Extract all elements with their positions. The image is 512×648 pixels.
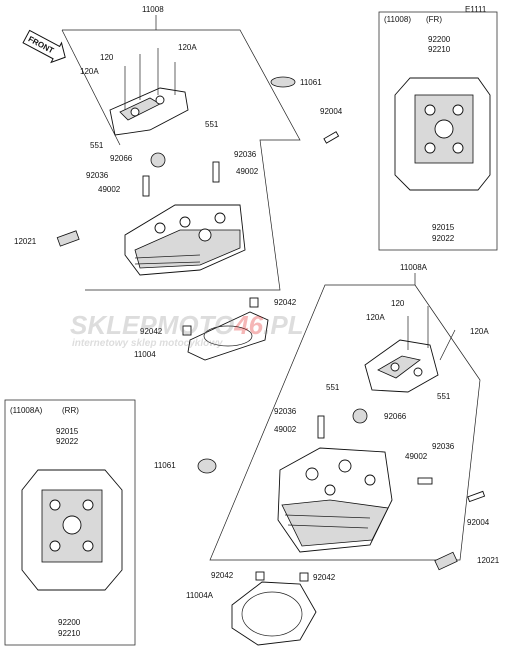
front-arrow-icon: FRONT — [22, 29, 66, 64]
inset-rr-tag: (RR) — [62, 406, 79, 415]
label-120-lower: 120 — [391, 299, 405, 308]
label-92042-upper-2: 92042 — [140, 327, 163, 336]
label-551-lower: 551 — [326, 383, 340, 392]
inset-rr-bottom-2: 92210 — [58, 629, 81, 638]
label-120a-upper-2: 120A — [80, 67, 99, 76]
svg-text:SKLEPMOTO46.PL: SKLEPMOTO46.PL — [70, 310, 304, 340]
label-92036-upper: 92036 — [234, 150, 257, 159]
label-11008: 11008 — [142, 5, 164, 14]
catalog-code: E1111 — [465, 5, 487, 14]
label-49002-lower: 49002 — [274, 425, 297, 434]
label-92036-lower-2: 92036 — [432, 442, 455, 451]
upper-head-gasket — [187, 311, 269, 361]
label-12021-lower: 12021 — [477, 556, 500, 565]
label-92066-lower: 92066 — [384, 412, 407, 421]
watermark-brand-b: MOTO — [157, 310, 235, 340]
label-551-lower-2: 551 — [437, 392, 451, 401]
inset-fr-bottom-1: 92015 — [432, 223, 455, 232]
label-120a-upper: 120A — [178, 43, 197, 52]
inset-rr-title: (11008A) — [10, 406, 43, 415]
label-92042-lower: 92042 — [211, 571, 234, 580]
inset-rr-top-1: 92015 — [56, 427, 79, 436]
label-92004-lower: 92004 — [467, 518, 490, 527]
inset-fr-top-2: 92210 — [428, 45, 451, 54]
inset-fr-head — [394, 77, 491, 191]
inset-rr-head — [21, 469, 123, 591]
inset-fr-tag: (FR) — [426, 15, 442, 24]
label-49002-upper: 49002 — [236, 167, 259, 176]
inset-rr-frame — [4, 399, 136, 646]
label-92036-upper-2: 92036 — [86, 171, 109, 180]
inset-rr-bottom-1: 92200 — [58, 618, 81, 627]
upper-rocker-assembly — [109, 48, 189, 136]
cover-gasket-upper — [270, 76, 296, 88]
label-11004: 11004 — [134, 350, 156, 359]
watermark-brand-c: 46 — [233, 310, 263, 340]
label-92042-upper: 92042 — [274, 298, 297, 307]
lower-head-gasket — [231, 581, 317, 646]
cover-gasket-lower — [197, 458, 217, 474]
label-120a-lower-2: 120A — [470, 327, 489, 336]
label-92066-upper: 92066 — [110, 154, 133, 163]
lower-rocker-assembly — [364, 306, 456, 393]
label-49002-upper-2: 49002 — [98, 185, 121, 194]
label-92036-lower: 92036 — [274, 407, 297, 416]
inset-fr-top-1: 92200 — [428, 35, 451, 44]
label-120-upper: 120 — [100, 53, 114, 62]
label-551-upper: 551 — [205, 120, 219, 129]
label-92042-lower-2: 92042 — [313, 573, 336, 582]
inset-fr-title: (11008) — [384, 15, 411, 24]
inset-rr-top-2: 92022 — [56, 437, 79, 446]
watermark: SKLEPMOTO46.PL internetowy sklep motocyk… — [70, 310, 304, 349]
watermark-brand-d: .PL — [263, 310, 303, 340]
watermark-brand-a: SKLEP — [70, 310, 157, 340]
label-120a-lower: 120A — [366, 313, 385, 322]
label-12021-upper: 12021 — [14, 237, 37, 246]
label-551-upper-2: 551 — [90, 141, 104, 150]
label-49002-lower-2: 49002 — [405, 452, 428, 461]
label-11004a: 11004A — [186, 591, 214, 600]
watermark-tagline: internetowy sklep motocyklowy — [72, 338, 223, 349]
lower-cylinder-head — [277, 447, 393, 553]
inset-fr-bottom-2: 92022 — [432, 234, 455, 243]
label-11061-upper: 11061 — [300, 78, 322, 87]
cap-lower — [434, 551, 458, 571]
label-11061-lower: 11061 — [154, 461, 176, 470]
label-11008a: 11008A — [400, 263, 428, 272]
upper-cylinder-head — [124, 204, 246, 276]
label-92004-upper: 92004 — [320, 107, 343, 116]
inset-fr-frame — [378, 11, 498, 251]
cap-upper — [56, 230, 80, 247]
